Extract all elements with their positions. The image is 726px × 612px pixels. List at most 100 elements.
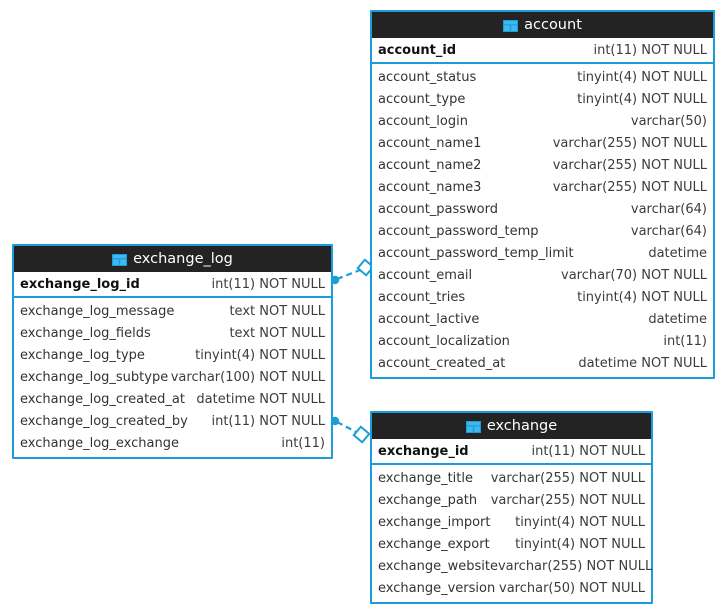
- table-row[interactable]: exchange_log_created_by int(11) NOT NULL: [14, 410, 331, 432]
- table-row[interactable]: exchange_log_type tinyint(4) NOT NULL: [14, 344, 331, 366]
- column-type: tinyint(4) NOT NULL: [195, 347, 325, 363]
- column-name: exchange_log_type: [20, 347, 145, 363]
- column-type: int(11) NOT NULL: [593, 42, 707, 58]
- table-exchange_log-header: exchange_log: [14, 246, 331, 272]
- table-exchange-header: exchange: [372, 413, 651, 439]
- table-row[interactable]: exchange_id int(11) NOT NULL: [372, 439, 651, 463]
- table-row[interactable]: account_name2 varchar(255) NOT NULL: [372, 154, 713, 176]
- table-account-header: account: [372, 12, 713, 38]
- column-name: account_tries: [378, 289, 466, 305]
- column-type: varchar(255) NOT NULL: [490, 470, 645, 486]
- relation-endpoint-diamond: [352, 425, 371, 444]
- column-type: varchar(100) NOT NULL: [170, 369, 325, 385]
- column-name: account_name3: [378, 179, 482, 195]
- table-row[interactable]: exchange_log_id int(11) NOT NULL: [14, 272, 331, 296]
- column-name: account_login: [378, 113, 468, 129]
- column-type: int(11) NOT NULL: [531, 443, 645, 459]
- column-type: datetime NOT NULL: [578, 355, 707, 371]
- column-name: account_password: [378, 201, 499, 217]
- table-row[interactable]: exchange_website varchar(255) NOT NULL: [372, 555, 653, 577]
- table-exchange-title: exchange: [486, 418, 558, 434]
- table-row[interactable]: exchange_path varchar(255) NOT NULL: [372, 489, 651, 511]
- table-row[interactable]: account_password_temp_limit datetime: [372, 242, 713, 264]
- column-name: account_status: [378, 69, 477, 85]
- column-name: account_created_at: [378, 355, 506, 371]
- column-type: int(11): [281, 435, 325, 451]
- table-row[interactable]: exchange_log_fields text NOT NULL: [14, 322, 331, 344]
- table-row[interactable]: exchange_title varchar(255) NOT NULL: [372, 467, 651, 489]
- table-row[interactable]: account_password_temp varchar(64): [372, 220, 713, 242]
- table-account-title: account: [524, 17, 582, 33]
- table-row[interactable]: exchange_version varchar(50) NOT NULL: [372, 577, 651, 599]
- column-type: datetime: [648, 311, 707, 327]
- table-exchange_log-title: exchange_log: [133, 251, 233, 267]
- table-row[interactable]: account_login varchar(50): [372, 110, 713, 132]
- column-name: exchange_path: [378, 492, 478, 508]
- column-name: exchange_id: [378, 443, 469, 459]
- table-row[interactable]: account_lactive datetime: [372, 308, 713, 330]
- table-row[interactable]: account_status tinyint(4) NOT NULL: [372, 66, 713, 88]
- column-name: exchange_export: [378, 536, 490, 552]
- column-type: varchar(255) NOT NULL: [552, 179, 707, 195]
- column-name: account_type: [378, 91, 466, 107]
- relation-line: [336, 421, 361, 435]
- column-name: account_password_temp_limit: [378, 245, 574, 261]
- table-row[interactable]: exchange_log_created_at datetime NOT NUL…: [14, 388, 331, 410]
- column-type: tinyint(4) NOT NULL: [577, 289, 707, 305]
- column-type: varchar(255) NOT NULL: [490, 492, 645, 508]
- table-icon: [465, 420, 481, 433]
- relationship-exchange_log-to-exchange[interactable]: [330, 416, 371, 444]
- table-exchange-pk-section: exchange_id int(11) NOT NULL: [372, 439, 651, 465]
- column-type: varchar(255) NOT NULL: [552, 135, 707, 151]
- table-row[interactable]: exchange_log_exchange int(11): [14, 432, 331, 454]
- column-name: exchange_log_subtype: [20, 369, 169, 385]
- table-row[interactable]: account_name3 varchar(255) NOT NULL: [372, 176, 713, 198]
- column-type: tinyint(4) NOT NULL: [515, 536, 645, 552]
- table-row[interactable]: account_name1 varchar(255) NOT NULL: [372, 132, 713, 154]
- table-row[interactable]: account_type tinyint(4) NOT NULL: [372, 88, 713, 110]
- column-type: tinyint(4) NOT NULL: [577, 91, 707, 107]
- column-name: account_name2: [378, 157, 482, 173]
- column-name: exchange_title: [378, 470, 473, 486]
- table-row[interactable]: exchange_export tinyint(4) NOT NULL: [372, 533, 651, 555]
- table-row[interactable]: exchange_import tinyint(4) NOT NULL: [372, 511, 651, 533]
- table-exchange_log-pk-section: exchange_log_id int(11) NOT NULL: [14, 272, 331, 298]
- table-account-columns: account_status tinyint(4) NOT NULL accou…: [372, 64, 713, 377]
- column-type: varchar(255) NOT NULL: [497, 558, 653, 574]
- column-name: account_password_temp: [378, 223, 539, 239]
- column-name: exchange_website: [378, 558, 498, 574]
- column-name: account_name1: [378, 135, 482, 151]
- column-type: text NOT NULL: [229, 325, 325, 341]
- column-name: exchange_import: [378, 514, 491, 530]
- column-type: varchar(70) NOT NULL: [561, 267, 707, 283]
- table-icon: [112, 253, 128, 266]
- table-row[interactable]: account_password varchar(64): [372, 198, 713, 220]
- table-row[interactable]: exchange_log_message text NOT NULL: [14, 300, 331, 322]
- column-type: int(11) NOT NULL: [211, 413, 325, 429]
- table-account[interactable]: account account_id int(11) NOT NULL acco…: [370, 10, 715, 379]
- table-account-pk-section: account_id int(11) NOT NULL: [372, 38, 713, 64]
- relationship-exchange_log-to-account[interactable]: [330, 258, 375, 285]
- column-type: int(11): [663, 333, 707, 349]
- table-row[interactable]: account_tries tinyint(4) NOT NULL: [372, 286, 713, 308]
- column-name: exchange_log_id: [20, 276, 140, 292]
- table-row[interactable]: account_id int(11) NOT NULL: [372, 38, 713, 62]
- table-exchange-columns: exchange_title varchar(255) NOT NULL exc…: [372, 465, 653, 602]
- table-row[interactable]: exchange_log_subtype varchar(100) NOT NU…: [14, 366, 331, 388]
- column-type: int(11) NOT NULL: [211, 276, 325, 292]
- column-name: exchange_log_fields: [20, 325, 151, 341]
- column-name: exchange_log_message: [20, 303, 175, 319]
- table-row[interactable]: account_email varchar(70) NOT NULL: [372, 264, 713, 286]
- column-type: text NOT NULL: [229, 303, 325, 319]
- table-exchange_log[interactable]: exchange_log exchange_log_id int(11) NOT…: [12, 244, 333, 459]
- table-row[interactable]: account_localization int(11): [372, 330, 713, 352]
- column-name: account_lactive: [378, 311, 480, 327]
- column-name: account_id: [378, 42, 457, 58]
- column-type: tinyint(4) NOT NULL: [515, 514, 645, 530]
- table-exchange[interactable]: exchange exchange_id int(11) NOT NULL ex…: [370, 411, 653, 604]
- column-type: datetime: [648, 245, 707, 261]
- column-name: exchange_log_exchange: [20, 435, 179, 451]
- table-row[interactable]: account_created_at datetime NOT NULL: [372, 352, 713, 374]
- table-icon: [503, 19, 519, 32]
- column-name: exchange_version: [378, 580, 496, 596]
